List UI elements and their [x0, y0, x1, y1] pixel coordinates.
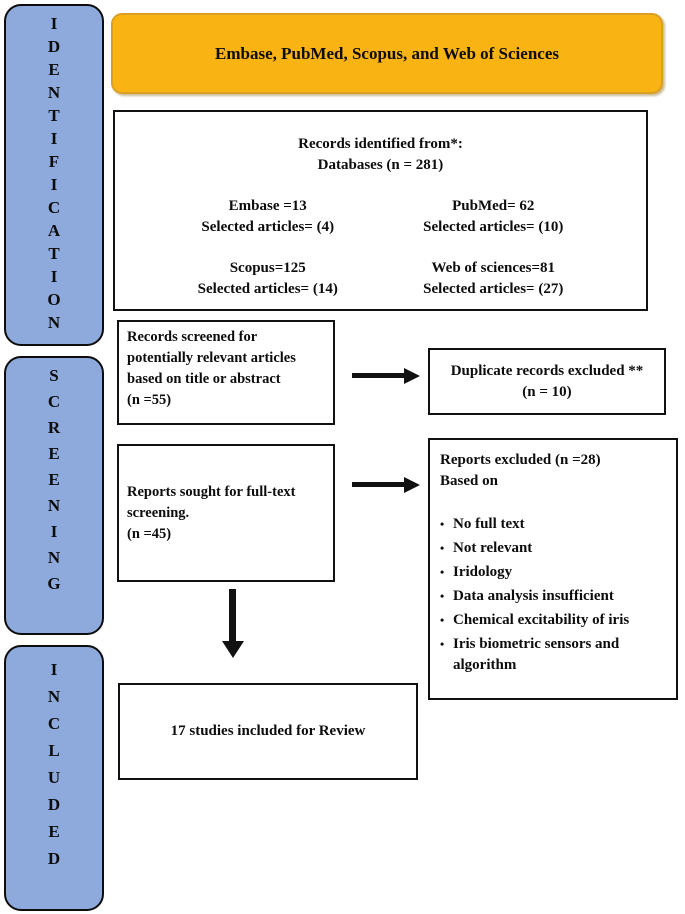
- stage-identification-label: IDENTIFICATION: [44, 14, 64, 336]
- databases-banner-text: Embase, PubMed, Scopus, and Web of Scien…: [215, 43, 559, 63]
- duplicate-excluded-box: Duplicate records excluded ** (n = 10): [428, 348, 666, 415]
- pubmed-selected: Selected articles= (10): [423, 219, 564, 235]
- duplicate-excluded-count: (n = 10): [522, 383, 572, 400]
- duplicate-excluded-line-1: Duplicate records excluded **: [450, 362, 644, 379]
- pubmed-count: PubMed= 62: [452, 198, 535, 214]
- exclusion-reason: Not relevant: [440, 538, 666, 559]
- exclusion-reason: Chemical excitability of iris: [440, 610, 666, 631]
- exclusion-reason: No full text: [440, 514, 666, 535]
- database-cell-embase: Embase =13 Selected articles= (4): [155, 196, 381, 238]
- exclusion-reason: Data analysis insufficient: [440, 586, 666, 607]
- records-identified-title: Records identified from*:: [298, 136, 463, 152]
- records-screened-line-1: Records screened for: [127, 329, 258, 345]
- database-cell-pubmed: PubMed= 62 Selected articles= (10): [381, 196, 607, 238]
- web-of-sciences-selected: Selected articles= (27): [423, 281, 564, 297]
- arrow-right-to-excluded-icon: [352, 482, 404, 487]
- reports-sought-line-2: screening.: [127, 504, 190, 521]
- scopus-selected: Selected articles= (14): [197, 281, 338, 297]
- reports-excluded-box: Reports excluded (n =28) Based on No ful…: [428, 438, 678, 700]
- reports-sought-box: Reports sought for full-text screening. …: [117, 444, 335, 582]
- exclusion-reason: Iris biometric sensors and algorithm: [440, 634, 666, 676]
- reports-sought-count: (n =45): [127, 525, 172, 542]
- database-cell-scopus: Scopus=125 Selected articles= (14): [155, 258, 381, 300]
- records-identified-subtitle: Databases (n = 281): [317, 157, 444, 173]
- databases-banner: Embase, PubMed, Scopus, and Web of Scien…: [111, 13, 663, 94]
- stage-included-label: INCLUDED: [44, 660, 64, 876]
- stage-screening-label: SCREENING: [44, 365, 64, 600]
- stage-included: INCLUDED: [4, 645, 104, 911]
- records-screened-line-2: potentially relevant articles: [127, 350, 296, 366]
- arrow-right-to-duplicate-icon: [352, 373, 404, 378]
- arrow-down-to-included-icon: [229, 589, 236, 641]
- exclusion-reasons-list: No full text Not relevant Iridology Data…: [440, 514, 666, 676]
- included-studies-box: 17 studies included for Review: [118, 683, 418, 780]
- web-of-sciences-count: Web of sciences=81: [431, 260, 556, 276]
- records-screened-count: (n =55): [127, 392, 172, 408]
- embase-count: Embase =13: [228, 198, 307, 214]
- reports-excluded-header-2: Based on: [440, 473, 498, 489]
- reports-excluded-header-1: Reports excluded (n =28): [440, 452, 601, 468]
- included-studies-text: 17 studies included for Review: [170, 723, 366, 739]
- exclusion-reason: Iridology: [440, 562, 666, 583]
- stage-identification: IDENTIFICATION: [4, 4, 104, 346]
- database-cell-web-of-sciences: Web of sciences=81 Selected articles= (2…: [381, 258, 607, 300]
- records-screened-box: Records screened for potentially relevan…: [117, 320, 335, 425]
- database-counts-grid: Embase =13 Selected articles= (4) PubMed…: [155, 196, 606, 300]
- scopus-count: Scopus=125: [229, 260, 306, 276]
- stage-screening: SCREENING: [4, 356, 104, 635]
- records-screened-line-3: based on title or abstract: [127, 371, 281, 387]
- embase-selected: Selected articles= (4): [201, 219, 335, 235]
- reports-sought-line-1: Reports sought for full-text: [127, 483, 296, 500]
- records-identified-box: Records identified from*: Databases (n =…: [113, 110, 648, 311]
